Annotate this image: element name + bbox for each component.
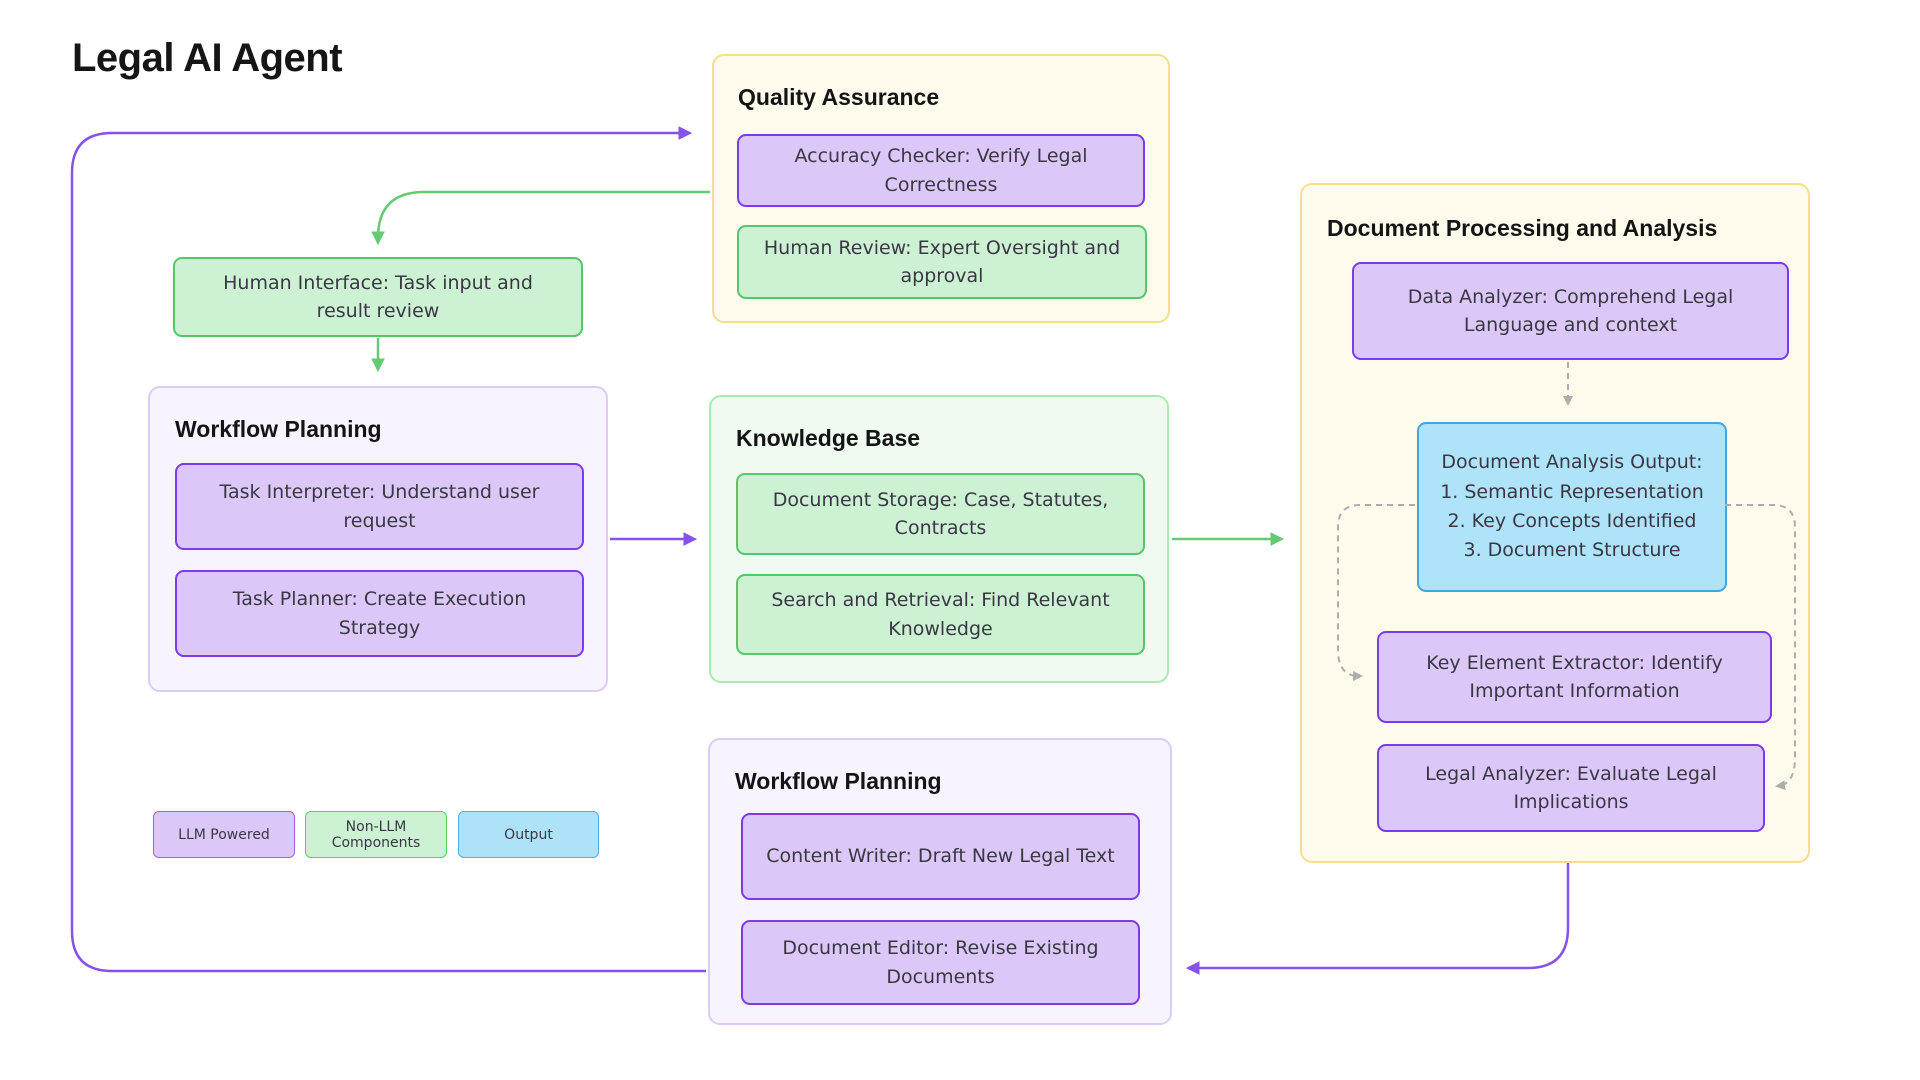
group-quality-assurance: Quality Assurance Accuracy Checker: Veri… [712, 54, 1170, 323]
group-workflow-planning: Workflow Planning Task Interpreter: Unde… [148, 386, 608, 692]
arrow-document-processing-to-workflow-planning [1185, 863, 1570, 975]
node-task-interpreter: Task Interpreter: Understand user reques… [175, 463, 584, 550]
node-human-review: Human Review: Expert Oversight and appro… [737, 225, 1147, 299]
group-title-document-processing: Document Processing and Analysis [1327, 215, 1718, 241]
analysis-output-line-4: 3. Document Structure [1463, 539, 1681, 562]
arrow-quality-assurance-to-human-interface [371, 190, 710, 246]
group-document-processing: Document Processing and Analysis Data An… [1300, 183, 1810, 863]
analysis-output-line-1: Document Analysis Output: [1441, 451, 1703, 474]
node-human-interface: Human Interface: Task input and result r… [173, 257, 583, 337]
node-key-element-extractor: Key Element Extractor: Identify Importan… [1377, 631, 1772, 723]
node-search-and-retrieval: Search and Retrieval: Find Relevant Know… [736, 574, 1145, 655]
node-content-writer: Content Writer: Draft New Legal Text [741, 813, 1140, 900]
group-workflow-planning-drafting: Workflow Planning Content Writer: Draft … [708, 738, 1172, 1025]
analysis-output-line-2: 1. Semantic Representation [1440, 480, 1704, 503]
legend-llm-powered: LLM Powered [153, 811, 295, 858]
node-task-planner: Task Planner: Create Execution Strategy [175, 570, 584, 657]
legend-non-llm-components: Non-LLM Components [305, 811, 447, 858]
group-title-workflow-planning: Workflow Planning [175, 416, 382, 442]
node-legal-analyzer: Legal Analyzer: Evaluate Legal Implicati… [1377, 744, 1765, 832]
node-document-editor: Document Editor: Revise Existing Documen… [741, 920, 1140, 1005]
node-document-analysis-output: Document Analysis Output: 1. Semantic Re… [1417, 422, 1727, 592]
group-title-quality-assurance: Quality Assurance [738, 84, 940, 110]
node-accuracy-checker: Accuracy Checker: Verify Legal Correctne… [737, 134, 1145, 207]
node-data-analyzer: Data Analyzer: Comprehend Legal Language… [1352, 262, 1789, 360]
legend-output: Output [458, 811, 599, 858]
analysis-output-line-3: 2. Key Concepts Identified [1447, 510, 1697, 532]
node-document-storage: Document Storage: Case, Statutes, Contra… [736, 473, 1145, 555]
group-knowledge-base: Knowledge Base Document Storage: Case, S… [709, 395, 1169, 683]
group-title-workflow-planning-drafting: Workflow Planning [735, 768, 942, 794]
page-title: Legal AI Agent [72, 36, 343, 80]
group-title-knowledge-base: Knowledge Base [736, 425, 921, 451]
